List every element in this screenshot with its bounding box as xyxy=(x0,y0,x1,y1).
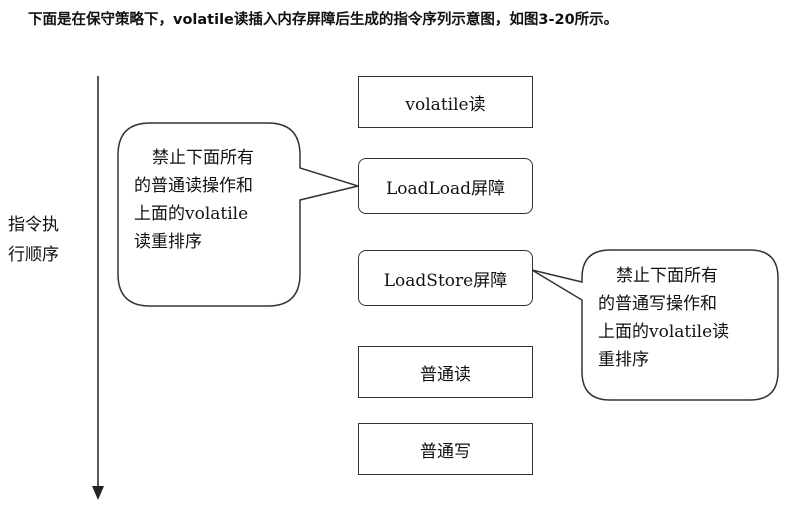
axis-arrowhead xyxy=(92,486,104,500)
callout-right-line-3: 上面的volatile读 xyxy=(598,322,730,342)
callout-left-line-1: 禁止下面所有 xyxy=(152,148,254,168)
box-normal-read: 普通读 xyxy=(358,346,533,398)
callout-right-line-2: 的普通写操作和 xyxy=(598,294,717,314)
callout-left-text: 禁止下面所有 的普通读操作和 上面的volatile 读重排序 xyxy=(134,144,254,256)
box-volatile-read: volatile读 xyxy=(358,76,533,128)
callout-right-line-4: 重排序 xyxy=(598,350,649,370)
box-loadload-barrier: LoadLoad屏障 xyxy=(358,158,533,214)
callout-left-bubble xyxy=(117,122,361,307)
box-normal-write: 普通写 xyxy=(358,423,533,475)
callout-left-line-2: 的普通读操作和 xyxy=(134,176,253,196)
callout-right-text: 禁止下面所有 的普通写操作和 上面的volatile读 重排序 xyxy=(598,262,729,374)
box-loadstore-barrier: LoadStore屏障 xyxy=(358,250,533,306)
callout-left-line-3: 上面的volatile xyxy=(134,204,249,224)
axis-label: 指令执 行顺序 xyxy=(8,210,59,270)
callout-right-bubble xyxy=(531,249,779,401)
axis-label-line-2: 行顺序 xyxy=(8,245,59,265)
callout-right-line-1: 禁止下面所有 xyxy=(616,266,718,286)
callout-left-line-4: 读重排序 xyxy=(134,232,202,252)
figure-caption: 下面是在保守策略下，volatile读插入内存屏障后生成的指令序列示意图，如图3… xyxy=(28,12,619,28)
axis-label-line-1: 指令执 xyxy=(8,215,59,235)
